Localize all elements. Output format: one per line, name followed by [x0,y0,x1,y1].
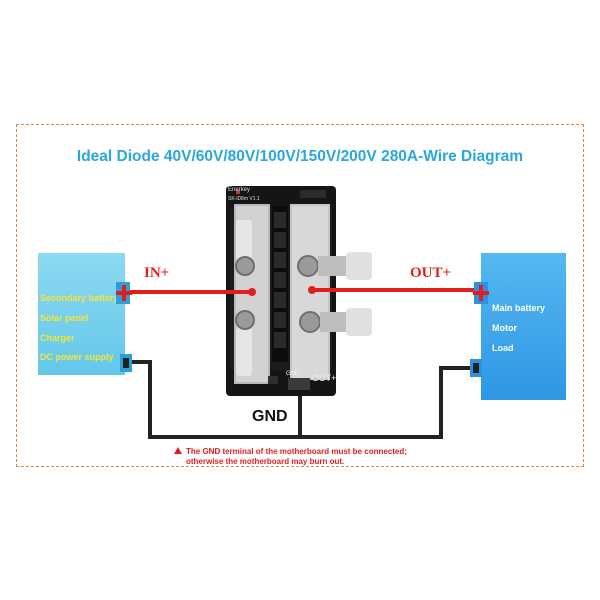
board-connector [288,378,310,390]
in-junction-dot [248,288,256,296]
out-bolt-top [297,255,319,277]
load-positive-icon [473,282,489,304]
load-negative-terminal-icon [470,359,482,377]
ground-wire [125,360,481,439]
warning-icon [174,447,182,454]
out-lug-top [318,256,346,276]
gnd-label: GND [252,408,288,425]
mosfet-column [272,206,288,362]
out-junction-dot [308,286,316,294]
warning-line-2: otherwise the motherboard may burn out. [186,457,345,466]
warning-text: The GND terminal of the motherboard must… [186,447,486,467]
source-positive-icon [116,282,132,304]
warning-line-1: The GND terminal of the motherboard must… [186,447,407,456]
source-solar-panel: Solar panel [40,313,89,323]
in-bolt-top [235,256,255,276]
out-bolt-bottom [299,311,321,333]
load-load: Load [492,343,514,353]
power-source-box: Secondary battery Solar panel Charger DC… [38,253,125,375]
out-plus-label: OUT+ [410,265,452,281]
source-secondary-battery: Secondary battery [40,293,119,303]
source-dc-power-supply: DC power supply [40,352,114,362]
diagram-frame [16,124,584,467]
diagram-title: Ideal Diode 40V/60V/80V/100V/150V/200V 2… [76,148,524,165]
in-plus-label: IN+ [144,265,170,281]
in-bolt-bottom [235,310,255,330]
out-lug-bottom [320,312,346,332]
source-negative-terminal-icon [120,354,132,372]
source-charger: Charger [40,333,75,343]
board-gnd-silkscreen: GND [286,371,300,377]
load-box: Main battery Motor Load [481,253,566,400]
board-out-silkscreen: OUT+ [312,373,337,383]
load-motor: Motor [492,323,517,333]
load-main-battery: Main battery [492,303,546,313]
board-model: SK-iD8m V1.1 [228,196,260,202]
board-brand: Enerkey [228,187,251,193]
